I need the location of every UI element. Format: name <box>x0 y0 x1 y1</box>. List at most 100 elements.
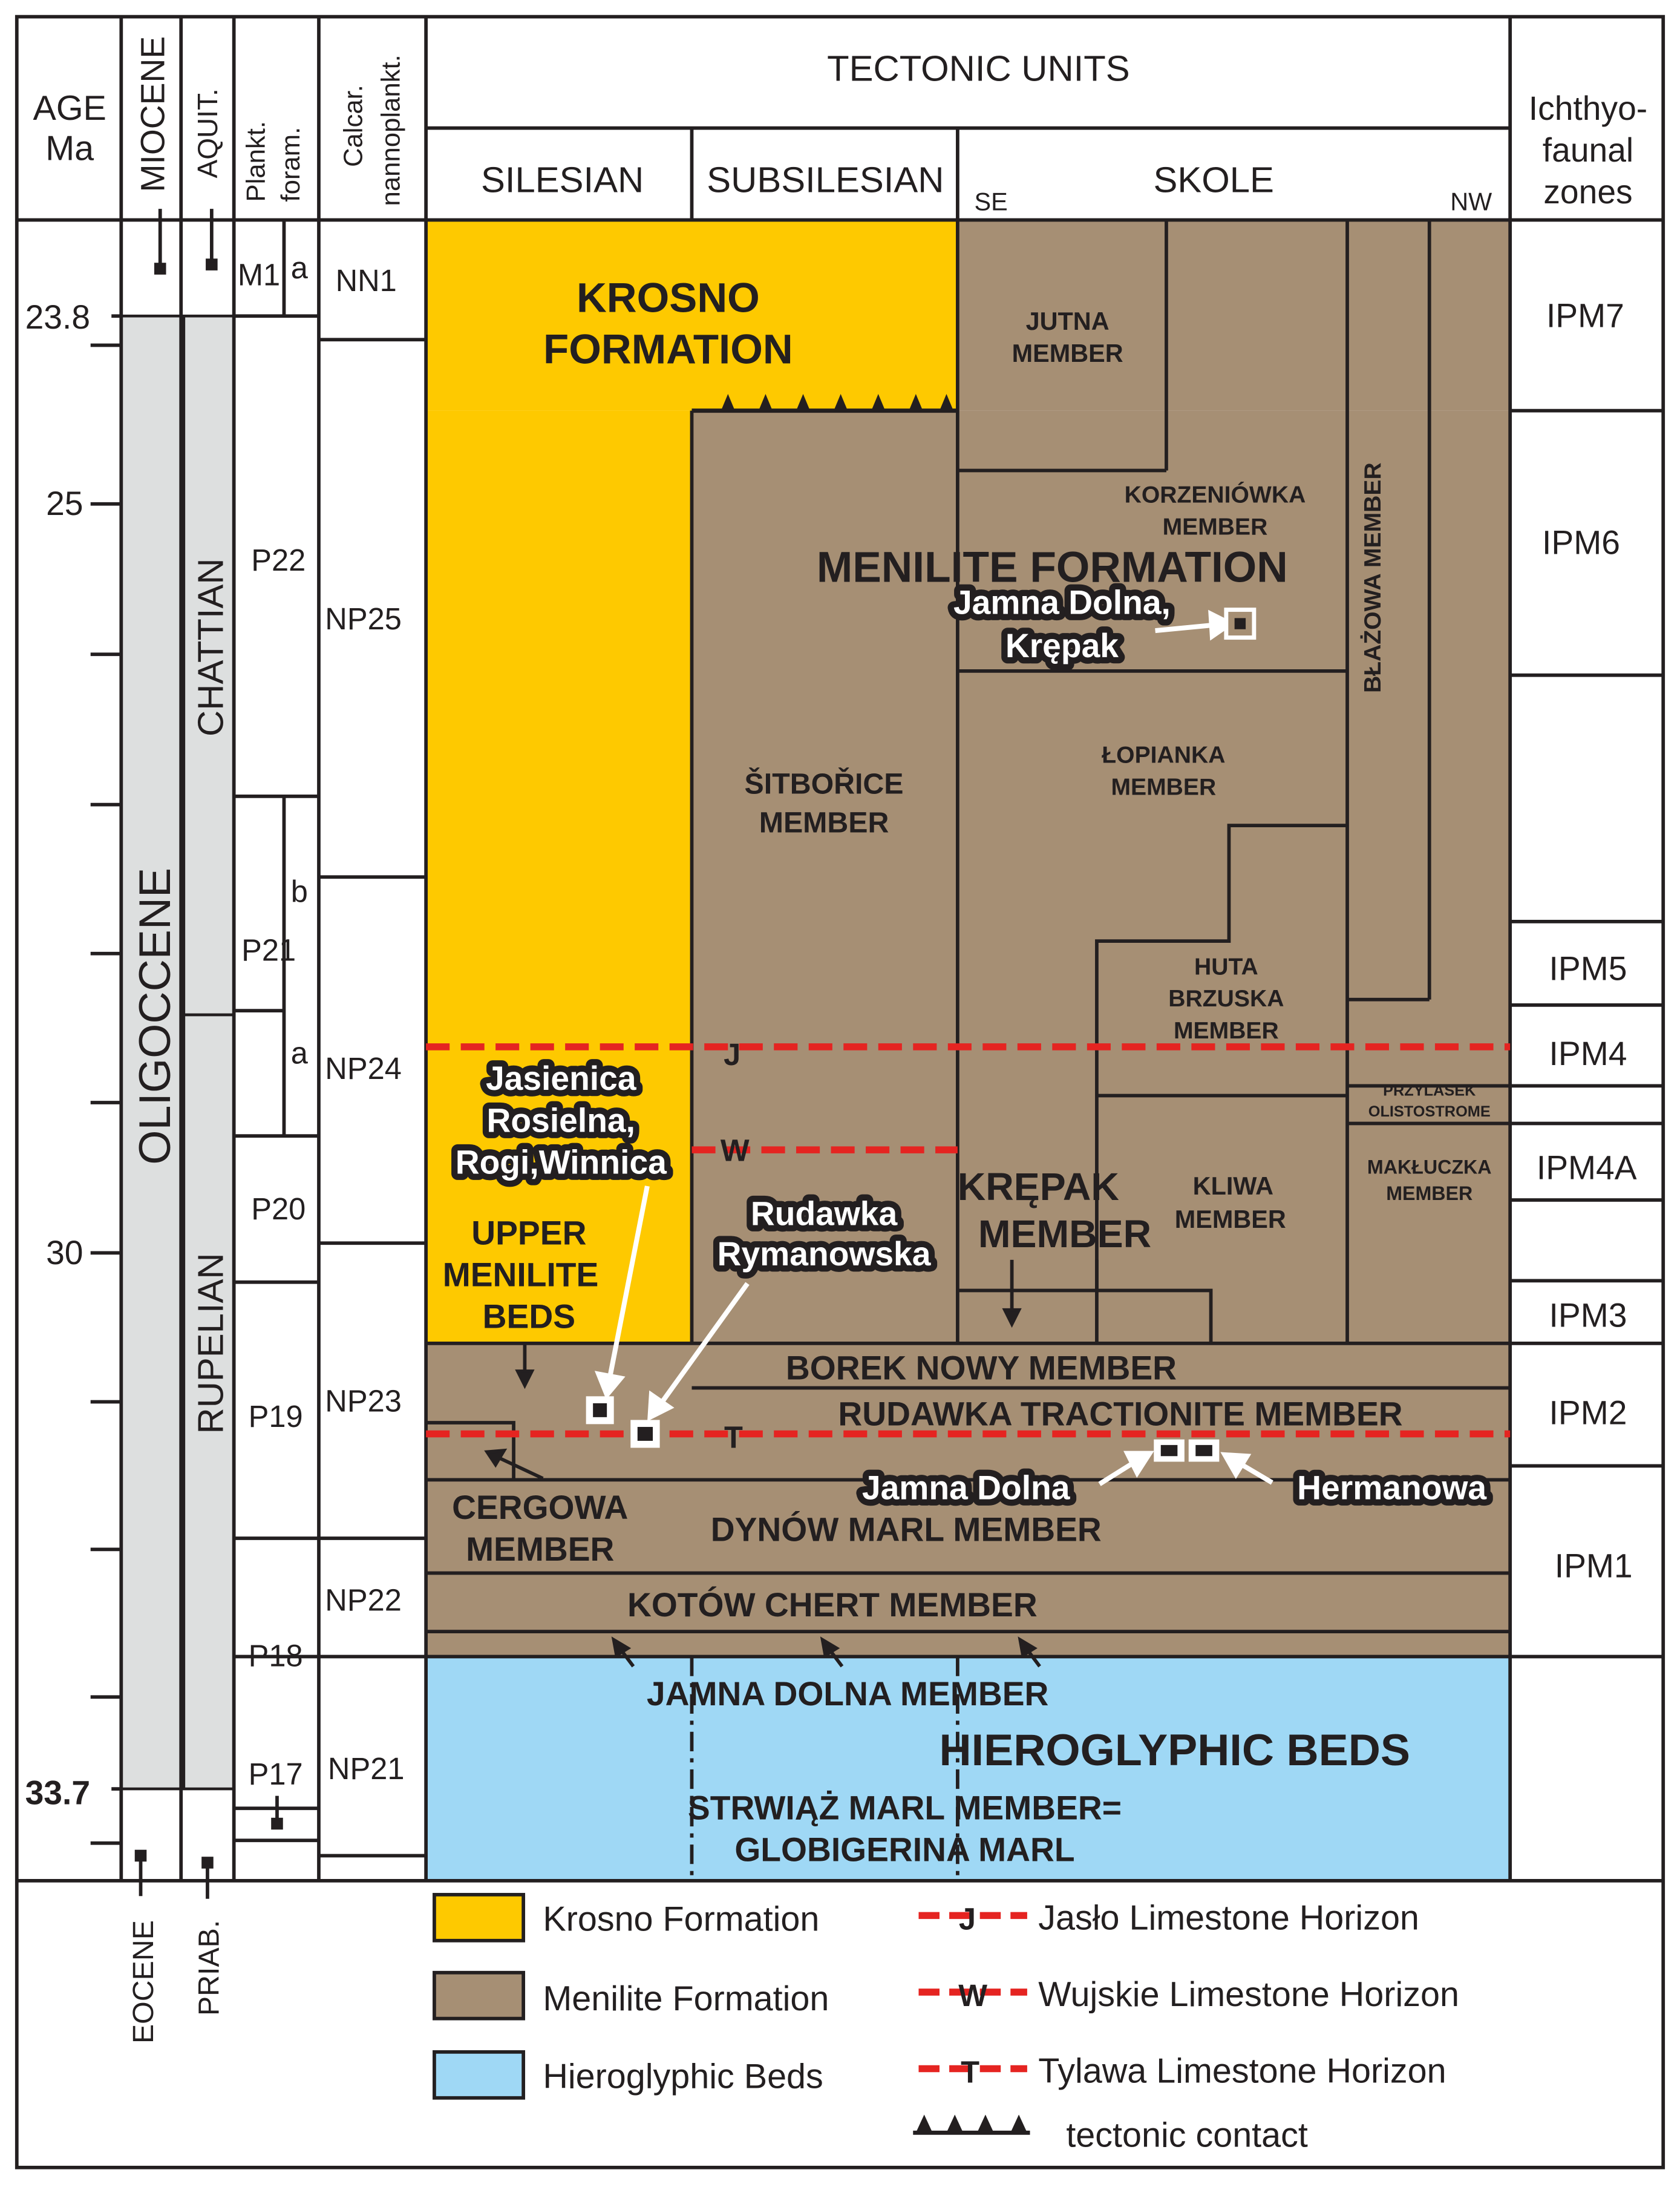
jasienica-label-line2: Rosielna, <box>487 1101 635 1139</box>
upper-menilite-line2: MENILITE <box>443 1256 599 1294</box>
jamna-label: Jamna Dolna <box>862 1469 1071 1507</box>
rudawka-tractionite-label: RUDAWKA TRACTIONITE MEMBER <box>838 1395 1402 1433</box>
przylasek-label-line1: PRZYLASEK <box>1383 1082 1476 1099</box>
hermanowa-label: Hermanowa <box>1297 1469 1487 1507</box>
legend-tylawa-label: Tylawa Limestone Horizon <box>1038 2051 1446 2090</box>
maklucza-label-line1: MAKŁUCZKA <box>1367 1156 1492 1178</box>
rudawka-label-line1: Rudawka <box>751 1195 898 1232</box>
plankt-header-line1: Plankt. <box>241 121 270 202</box>
calcar-header-line2: nannoplankt. <box>376 54 405 206</box>
hieroglyphic-fill <box>426 1656 1511 1881</box>
jasienica-label-line1: Jasienica <box>486 1060 637 1097</box>
legend-jaslo-label: Jasło Limestone Horizon <box>1038 1898 1419 1937</box>
ipm7: IPM7 <box>1546 297 1624 335</box>
age-label-25: 25 <box>46 485 83 522</box>
huta-label-line2: BRZUSKA <box>1168 986 1284 1012</box>
menilite-fill-main <box>691 410 1511 1343</box>
ipm3: IPM3 <box>1549 1296 1627 1334</box>
maklucza-label-line2: MEMBER <box>1386 1182 1472 1204</box>
lopianka-label-line2: MEMBER <box>1111 775 1216 801</box>
se-label: SE <box>974 188 1007 215</box>
foram-p21-a: a <box>291 1036 309 1071</box>
jamna-member-label: JAMNA DOLNA MEMBER <box>647 1675 1048 1713</box>
aquit-header: AQUIT. <box>192 88 223 178</box>
jutna-label-line1: JUTNA <box>1026 307 1110 335</box>
huta-label-line1: HUTA <box>1194 954 1258 980</box>
borek-label: BOREK NOWY MEMBER <box>786 1349 1177 1387</box>
ipm4a: IPM4A <box>1537 1149 1637 1186</box>
jamna-krepak-marker <box>1224 608 1257 640</box>
kotow-label: KOTÓW CHERT MEMBER <box>627 1586 1038 1624</box>
legend-krosno-label: Krosno Formation <box>543 1900 819 1939</box>
age-label-30: 30 <box>46 1234 83 1271</box>
upper-menilite-line1: UPPER <box>471 1215 586 1252</box>
tectonic-units-header: TECTONIC UNITS <box>827 48 1130 88</box>
horizon-w-letter: W <box>721 1133 750 1168</box>
eocene-label: EOCENE <box>127 1920 160 2044</box>
ipm5: IPM5 <box>1549 950 1627 988</box>
ipm6: IPM6 <box>1542 524 1620 562</box>
plankt-header-line2: foram. <box>276 127 306 202</box>
rupelian-label: RUPELIAN <box>190 1253 230 1434</box>
legend-wujskie-label: Wujskie Limestone Horizon <box>1038 1975 1459 2014</box>
rupelian-bar <box>182 1013 235 1791</box>
upper-menilite-line3: BEDS <box>483 1298 575 1336</box>
skole-header: SKOLE <box>1153 159 1273 200</box>
ichthyo-header-line3: zones <box>1543 173 1632 211</box>
oligocene-label: OLIGOCCENE <box>129 868 180 1165</box>
legend-menilite-label: Menilite Formation <box>543 1979 829 2018</box>
limestone-horizons <box>426 1043 1511 1438</box>
ichthyo-header-line2: faunal <box>1543 131 1633 169</box>
krosno-label-line1: KROSNO <box>577 274 760 321</box>
nanno-np21: NP21 <box>328 1751 405 1786</box>
krepak-label-line2: MEMBER <box>978 1212 1151 1256</box>
legend-t-letter: T <box>961 2054 979 2089</box>
lopianka-label-line1: ŁOPIANKA <box>1102 743 1225 769</box>
legend-tectonic-label: tectonic contact <box>1066 2116 1308 2154</box>
nanno-np24: NP24 <box>325 1051 402 1086</box>
age-header-line1: AGE <box>33 89 106 128</box>
foram-m1: M1 <box>238 258 280 292</box>
krosno-label-line2: FORMATION <box>543 326 793 372</box>
foram-p20: P20 <box>251 1192 306 1226</box>
ichthyo-header-line1: Ichthyo- <box>1529 90 1647 127</box>
ipm1: IPM1 <box>1555 1547 1633 1584</box>
legend-w-letter: W <box>958 1978 987 2013</box>
dynow-label: DYNÓW MARL MEMBER <box>711 1511 1102 1549</box>
jamna-krepak-label-line1: Jamna Dolna, <box>953 583 1171 621</box>
horizon-j-letter: J <box>724 1037 740 1072</box>
silesian-header: SILESIAN <box>481 159 644 200</box>
subsilesian-header: SUBSILESIAN <box>707 159 944 200</box>
ipm4: IPM4 <box>1549 1035 1627 1072</box>
strwiaz-label-line1: STRWIĄŻ MARL MEMBER= <box>688 1789 1122 1827</box>
korzeniowka-label-line1: KORZENIÓWKA <box>1125 481 1306 508</box>
kliwa-label-line2: MEMBER <box>1175 1205 1286 1233</box>
calcar-header-line1: Calcar. <box>338 85 368 167</box>
priab-label: PRIAB. <box>192 1920 225 2016</box>
korzeniowka-label-line2: MEMBER <box>1163 514 1268 540</box>
nw-label: NW <box>1450 188 1492 215</box>
sitborice-label-line2: MEMBER <box>759 807 889 839</box>
jamna-krepak-label-line2: Krępak <box>1005 627 1119 664</box>
legend-hieroglyphic-swatch <box>433 2050 526 2100</box>
nanno-np25: NP25 <box>325 602 402 636</box>
nanno-nn1: NN1 <box>336 263 397 298</box>
horizon-t-letter: T <box>724 1420 743 1454</box>
nanno-np22: NP22 <box>325 1583 402 1618</box>
age-label-33-7: 33.7 <box>25 1774 90 1811</box>
sitborice-label-line1: ŠITBOŘICE <box>745 767 904 800</box>
tectonic-contact <box>691 394 958 413</box>
foram-p19: P19 <box>249 1399 303 1434</box>
legend-krosno-swatch <box>433 1893 526 1943</box>
miocene-header: MIOCENE <box>134 36 172 192</box>
foram-p21-b: b <box>291 874 308 909</box>
foram-m1-a: a <box>291 251 309 285</box>
age-label-23-8: 23.8 <box>25 298 90 336</box>
nanno-np23: NP23 <box>325 1384 402 1418</box>
kliwa-label-line1: KLIWA <box>1193 1172 1273 1200</box>
legend: Krosno Formation Menilite Formation Hier… <box>433 1893 1459 2154</box>
blazowa-label: BŁAŻOWA MEMBER <box>1360 462 1386 693</box>
krosno-fill-upper <box>426 220 958 411</box>
huta-label-line3: MEMBER <box>1174 1018 1279 1044</box>
